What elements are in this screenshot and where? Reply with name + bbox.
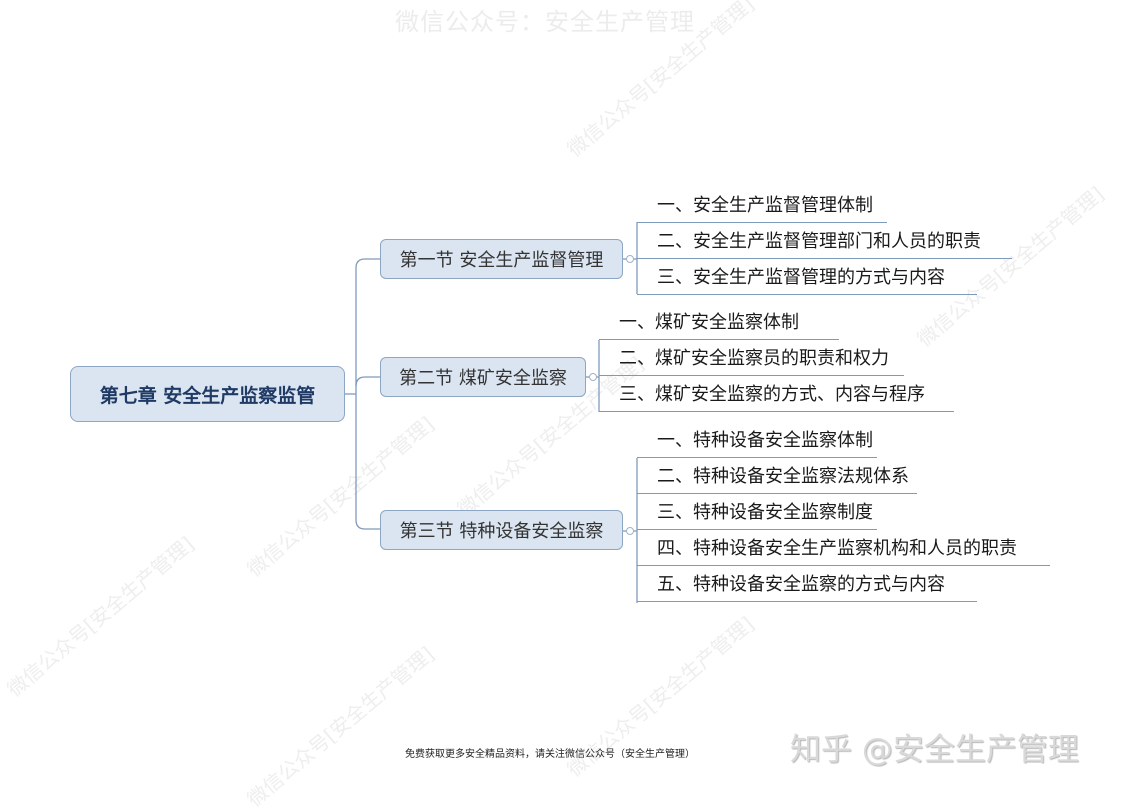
watermark-top: 微信公众号：安全生产管理 bbox=[395, 8, 695, 36]
section-label: 第三节 特种设备安全监察 bbox=[399, 521, 604, 542]
section-node-2[interactable]: 第二节 煤矿安全监察 bbox=[380, 357, 586, 397]
topic-item[interactable]: 三、煤矿安全监察的方式、内容与程序 bbox=[599, 378, 954, 412]
topic-item[interactable]: 四、特种设备安全生产监察机构和人员的职责 bbox=[637, 532, 1050, 566]
zhihu-watermark: 知乎 @安全生产管理 bbox=[790, 732, 1079, 768]
topic-item[interactable]: 三、安全生产监督管理的方式与内容 bbox=[637, 261, 977, 295]
topic-item[interactable]: 五、特种设备安全监察的方式与内容 bbox=[637, 568, 977, 602]
topic-item[interactable]: 一、特种设备安全监察体制 bbox=[637, 424, 877, 458]
topic-item[interactable]: 二、特种设备安全监察法规体系 bbox=[637, 460, 917, 494]
section-node-1[interactable]: 第一节 安全生产监督管理 bbox=[380, 239, 623, 279]
topic-item[interactable]: 一、安全生产监督管理体制 bbox=[637, 189, 887, 223]
collapse-toggle-icon[interactable] bbox=[626, 255, 634, 263]
topic-item[interactable]: 二、煤矿安全监察员的职责和权力 bbox=[599, 342, 904, 376]
topic-item[interactable]: 三、特种设备安全监察制度 bbox=[637, 496, 877, 530]
topic-item[interactable]: 二、安全生产监督管理部门和人员的职责 bbox=[637, 225, 1012, 259]
collapse-toggle-icon[interactable] bbox=[626, 527, 634, 535]
section-node-3[interactable]: 第三节 特种设备安全监察 bbox=[380, 510, 623, 550]
section-label: 第一节 安全生产监督管理 bbox=[399, 250, 604, 271]
root-label: 第七章 安全生产监察监管 bbox=[99, 384, 316, 407]
footer-note: 免费获取更多安全精品资料，请关注微信公众号（安全生产管理） bbox=[405, 749, 695, 760]
root-node[interactable]: 第七章 安全生产监察监管 bbox=[70, 366, 345, 422]
section-label: 第二节 煤矿安全监察 bbox=[399, 368, 567, 389]
collapse-toggle-icon[interactable] bbox=[589, 373, 597, 381]
topic-item[interactable]: 一、煤矿安全监察体制 bbox=[599, 306, 839, 340]
